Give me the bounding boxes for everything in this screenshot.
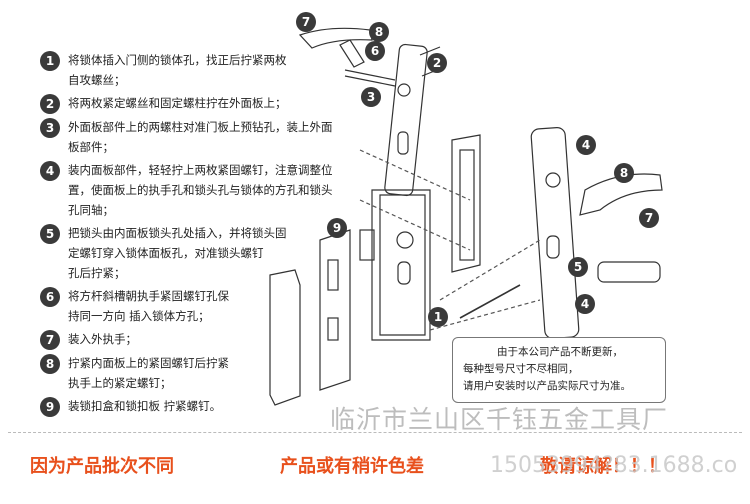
step-number-badge: 9 [40,397,60,417]
step-item: 9 装锁扣盒和锁扣板 拧紧螺钉。 [40,396,370,417]
step-text: 将两枚紧定螺丝和固定螺柱拧在外面板上； [68,96,287,110]
callout-badge: 4 [576,135,596,155]
callout-badge: 3 [361,87,381,107]
outer-plate-shape [384,43,428,197]
mortise-case-shape [371,189,431,341]
step-text: 装入外执手； [68,332,137,346]
note-line: 请用户安装时以产品实际尺寸为准。 [463,380,631,392]
cylinder-shape [597,261,661,283]
step-item: 7 装入外执手； [40,329,370,350]
callout-badge: 1 [428,307,448,327]
callout-badge: 4 [575,294,595,314]
svg-text:7: 7 [645,211,653,225]
step-number-badge: 5 [40,224,60,244]
svg-text:2: 2 [433,56,441,70]
product-note-box: 由于本公司产品不断更新， 每种型号尺寸不尽相同， 请用户安装时以产品实际尺寸为准… [452,337,666,403]
step-text: 将方杆斜槽朝执手紧固螺钉孔保 持同一方向 插入锁体方孔； [68,289,229,323]
svg-text:8: 8 [620,166,628,180]
step-text: 装内面板部件，轻轻拧上两枚紧固螺钉，注意调整位 置，使面板上的执手孔和锁头孔与锁… [68,163,333,217]
step-item: 3 外面板部件上的两螺柱对准门板上预钻孔，装上外面 板部件； [40,117,370,157]
svg-text:1: 1 [434,310,442,324]
callout-badge: 7 [296,12,316,32]
step-item: 2 将两枚紧定螺丝和固定螺柱拧在外面板上； [40,93,370,114]
inner-handle-shape [579,173,663,216]
step-number-badge: 3 [40,118,60,138]
svg-text:4: 4 [582,138,590,152]
step-text: 拧紧内面板上的紧固螺钉后拧紧 执手上的紧定螺钉； [68,356,229,390]
installation-steps: 1 将锁体插入门侧的锁体孔，找正后拧紧两枚 自攻螺丝； 2 将两枚紧定螺丝和固定… [40,50,370,420]
step-text: 把锁头由内面板锁头孔处插入，并将锁头固 定螺钉穿入锁体面板孔，对准锁头螺钉 孔后… [68,226,287,280]
step-number-badge: 4 [40,161,60,181]
step-item: 8 拧紧内面板上的紧固螺钉后拧紧 执手上的紧定螺钉； [40,353,370,393]
step-item: 1 将锁体插入门侧的锁体孔，找正后拧紧两枚 自攻螺丝； [40,50,370,90]
divider [8,432,742,433]
step-number-badge: 2 [40,94,60,114]
svg-text:9: 9 [333,221,341,235]
step-text: 外面板部件上的两螺柱对准门板上预钻孔，装上外面 板部件； [68,120,333,154]
note-line: 每种型号尺寸不尽相同， [463,363,579,375]
svg-text:6: 6 [371,44,379,58]
svg-text:4: 4 [581,297,589,311]
footer-disclaimer: 因为产品批次不同 产品或有稍许色差 敬请谅解！！！ [30,452,730,482]
footer-text-batch: 因为产品批次不同 [30,456,174,477]
outer-handle-shape [298,27,373,49]
callout-badge: 7 [639,208,659,228]
footer-text-color: 产品或有稍许色差 [280,456,424,477]
step-number-badge: 8 [40,354,60,374]
callout-badge: 9 [327,218,347,238]
step-number-badge: 1 [40,51,60,71]
inner-plate-shape [530,127,580,339]
callout-badge: 5 [568,257,588,277]
step-item: 6 将方杆斜槽朝执手紧固螺钉孔保 持同一方向 插入锁体方孔； [40,286,370,326]
strike-box-shape [451,134,481,273]
step-text: 将锁体插入门侧的锁体孔，找正后拧紧两枚 自攻螺丝； [68,53,287,87]
step-item: 5 把锁头由内面板锁头孔处插入，并将锁头固 定螺钉穿入锁体面板孔，对准锁头螺钉 … [40,223,370,283]
svg-text:5: 5 [574,260,582,274]
step-text: 装锁扣盒和锁扣板 拧紧螺钉。 [68,399,222,413]
phone-watermark: 15053994?83.1688.co [490,453,738,478]
svg-text:3: 3 [367,90,375,104]
callout-badge: 2 [427,53,447,73]
callout-badge: 8 [369,22,389,42]
step-number-badge: 7 [40,330,60,350]
callout-badge: 6 [365,41,385,61]
footer-text-apology: 敬请谅解！！！ [540,456,666,477]
step-number-badge: 6 [40,287,60,307]
strike-plate-shape [269,269,301,406]
callout-badge: 8 [614,163,634,183]
note-line: 由于本公司产品不断更新， [497,346,623,358]
svg-text:7: 7 [302,15,310,29]
svg-text:8: 8 [375,25,383,39]
step-item: 4 装内面板部件，轻轻拧上两枚紧固螺钉，注意调整位 置，使面板上的执手孔和锁头孔… [40,160,370,220]
company-watermark: 临沂市兰山区千钰五金工具厂 [330,405,669,434]
